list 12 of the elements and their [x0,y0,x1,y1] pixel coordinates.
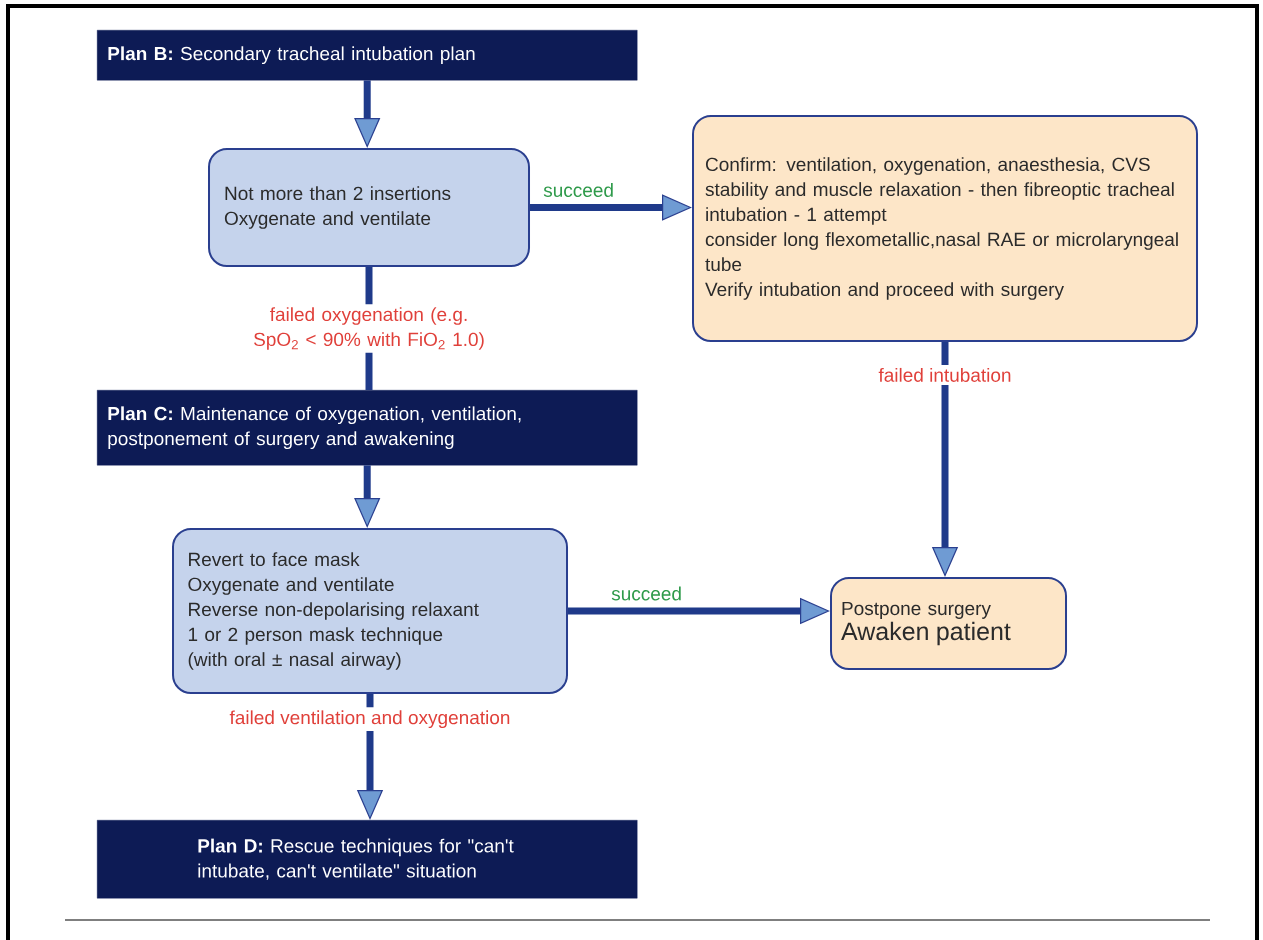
plan-header: Plan C: Maintenance of oxygenation, ventilation, postponement of surgery and awakening [97,390,638,466]
edge-label: failed oxygenation (e.g. SpO$_{2}$ < 90% with FiO$_{2}$ 1.0) [248,304,490,353]
edge-label: succeed [611,586,681,601]
outcome-box: Postpone surgery Awaken patient [830,577,1067,670]
plan-header: Plan D: Rescue techniques for "can't intubate, can't ventilate" situation [97,820,638,899]
outcome-box: Confirm: ventilation, oxygenation, anaesthesia, CVS stability and muscle relaxation - then fibreoptic tracheal intubation - 1 attempt consider long flexometallic,nasal RAE or microlaryngeal tube Verify intubation and proceed with surgery [692,115,1198,342]
process-box: Revert to face mask Oxygenate and ventilate Reverse non-depolarising relaxant 1 or 2 person mask technique (with oral ± nasal airway) [172,528,568,694]
process-box: Not more than 2 insertions Oxygenate and ventilate [208,148,530,267]
edge-label: failed ventilation and oxygenation [226,707,514,732]
plan-header: Plan B: Secondary tracheal intubation plan [97,30,638,81]
edge-label: failed intubation [875,364,1015,385]
edge-label: succeed [543,183,613,197]
